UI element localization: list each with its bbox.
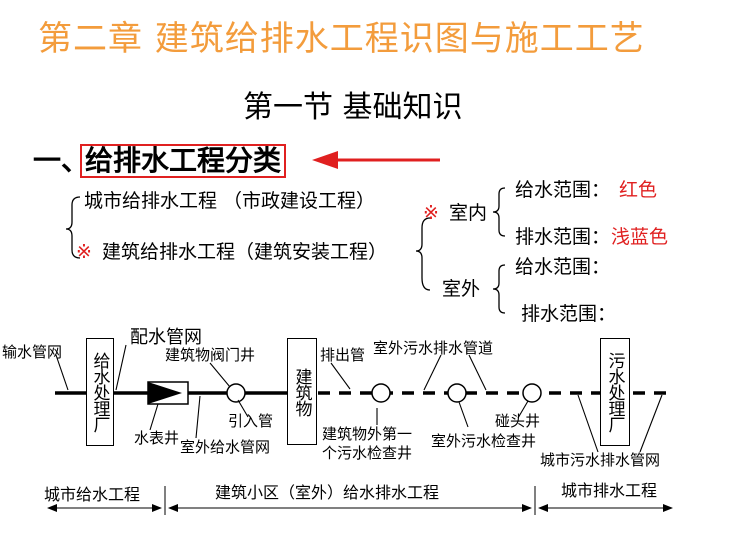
heading-boxed-label: 给排水工程分类	[80, 144, 287, 178]
outdoor-supply-label: 给水范围：	[515, 256, 611, 278]
indoor-drain-value: 浅蓝色	[611, 226, 669, 248]
section-title: 第一节 基础知识	[243, 90, 463, 125]
sewage-treatment-plant-box: 污水处理厂	[600, 338, 630, 446]
building-box: 建筑物	[287, 338, 317, 445]
range-city-drainage: 城市排水工程	[561, 481, 658, 500]
label-supply-network: 输水管网	[2, 343, 63, 361]
brace-main	[65, 196, 81, 259]
label-distribution-network: 配水管网	[130, 327, 202, 348]
label-junction-well: 碰头井	[495, 412, 541, 430]
heading-prefix: 一、	[33, 144, 90, 177]
red-pointer-arrow	[312, 151, 440, 169]
indoor-supply-value: 红色	[619, 179, 658, 201]
label-first-manhole: 建筑物外第一个污水检查井	[322, 425, 413, 462]
label-inlet-pipe: 引入管	[228, 412, 274, 430]
water-treatment-plant-box: 给水处理厂	[86, 338, 114, 446]
brace-outdoor	[492, 264, 506, 314]
label-valve-well: 建筑物阀门井	[165, 346, 256, 364]
label-outlet-pipe: 排出管	[320, 346, 366, 364]
indoor-supply-label: 给水范围：	[515, 179, 611, 201]
city-engineering: 城市给排水工程 （市政建设工程）	[84, 190, 376, 212]
outdoor-drain-label: 排水范围：	[521, 303, 617, 325]
label-outdoor-sewer-pipe: 室外污水排水管道	[373, 339, 494, 357]
range-city-supply: 城市给水工程	[44, 485, 141, 504]
brace-indoor	[492, 187, 506, 237]
indoor-label: 室内	[449, 202, 488, 224]
label-meter-well: 水表井	[134, 429, 180, 447]
indoor-drain-label: 排水范围：	[515, 226, 611, 248]
brace-building	[415, 217, 431, 291]
outdoor-label: 室外	[442, 278, 481, 300]
building-mark: ※	[76, 241, 92, 263]
label-city-sewer-network: 城市污水排水管网	[540, 451, 661, 469]
building-engineering: 建筑给排水工程（建筑安装工程）	[102, 241, 388, 263]
chapter-title: 第二章 建筑给排水工程识图与施工工艺	[38, 19, 645, 59]
range-district: 建筑小区（室外）给水排水工程	[215, 483, 440, 502]
label-sewer-manhole: 室外污水检查井	[431, 432, 537, 450]
label-outdoor-supply-pipe: 室外给水管网	[180, 438, 271, 456]
